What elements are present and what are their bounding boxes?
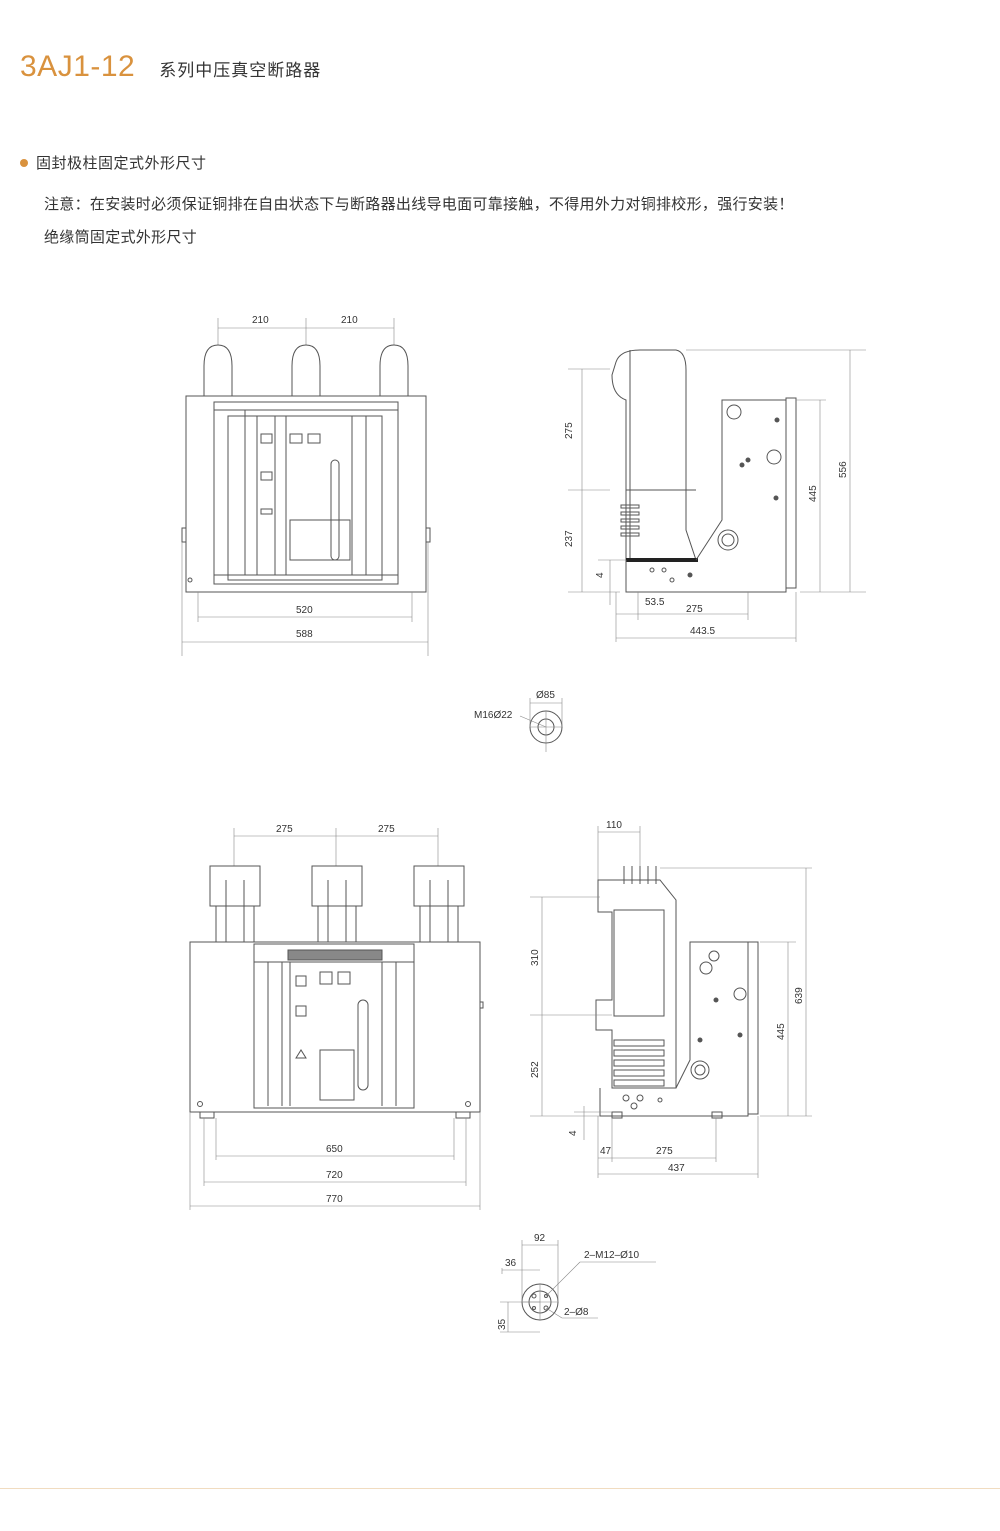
d1-front-pitch-left: 210 [252,315,269,326]
d1-front-pitch-right: 210 [341,315,358,326]
d2-terminal-w92: 92 [534,1233,546,1244]
footer-divider [0,1488,1000,1489]
d1-side-depth: 443.5 [690,626,715,637]
d1-terminal-thread: M16Ø22 [474,710,513,721]
d2-front-pitch-right: 275 [378,824,395,835]
d2-front-w720: 720 [326,1170,343,1181]
d2-front-w770: 770 [326,1194,343,1205]
d1-side-height-445: 445 [808,485,819,502]
d2-terminal-w36: 36 [505,1258,517,1269]
d1-side-offset: 53.5 [645,597,665,608]
drawing2-side-view: 110 310 252 [530,820,812,1178]
subtitle: 绝缘筒固定式外形尺寸 [44,228,198,246]
d1-terminal-dia: Ø85 [536,690,555,701]
d2-side-upper: 310 [530,949,541,966]
d2-side-total-height: 639 [794,987,805,1004]
d2-terminal-thread: 2–M12–Ø10 [584,1250,639,1261]
d2-front-pitch-left: 275 [276,824,293,835]
d1-side-lower: 237 [564,530,575,547]
d1-side-upper: 275 [564,422,575,439]
d1-side-gap: 4 [595,572,606,578]
drawing1-front-view: 210 210 520 588 [181,315,431,656]
drawing2-terminal-detail: 92 36 35 2–M12–Ø10 2–Ø8 [497,1233,656,1333]
model-title: 3AJ1-12 [20,50,136,83]
bullet-icon [20,158,28,167]
section-title: 固封极柱固定式外形尺寸 [36,154,207,172]
series-title: 系列中压真空断路器 [159,61,322,81]
d1-front-width-outer: 588 [296,629,313,640]
d2-side-top: 110 [606,820,622,831]
d2-terminal-hole: 2–Ø8 [564,1307,589,1318]
d2-side-height-445: 445 [776,1023,787,1040]
d1-front-width-inner: 520 [296,605,313,616]
drawing1-terminal-detail: Ø85 M16Ø22 [474,690,563,752]
installation-note: 注意：在安装时必须保证铜排在自由状态下与断路器出线导电面可靠接触，不得用外力对铜… [44,195,794,213]
d2-side-offset: 47 [600,1146,612,1157]
d2-front-w650: 650 [326,1144,343,1155]
drawing2-front-view: 275 275 [189,824,484,1210]
d2-side-gap: 4 [568,1130,579,1136]
d2-side-depth: 437 [668,1163,685,1174]
d2-terminal-h35: 35 [497,1318,508,1330]
section-heading: 固封极柱固定式外形尺寸 [20,152,207,173]
drawing1-side-view: 275 237 4 445 556 53.5 275 443.5 [564,349,866,642]
d2-side-mount: 275 [656,1146,673,1157]
d2-side-lower: 252 [530,1061,541,1078]
page-header: 3AJ1-12 系列中压真空断路器 [20,50,321,84]
d1-side-mount: 275 [686,604,703,615]
d1-side-total-height: 556 [838,461,849,478]
